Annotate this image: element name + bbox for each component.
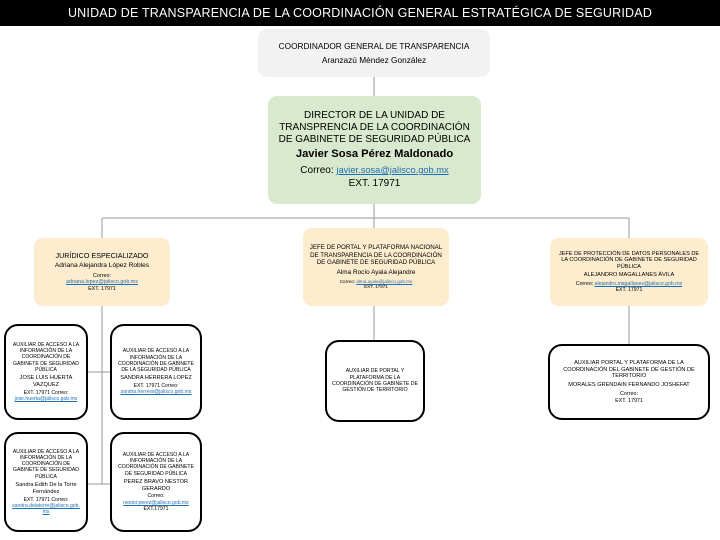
node-director-unidad[interactable]: DIRECTOR DE LA UNIDAD DE TRANSPRENCIA DE… bbox=[268, 96, 481, 204]
node-title: AUXILIAR DE ACCESO A LA INFORMACIÓN DE L… bbox=[12, 448, 80, 480]
node-email-link[interactable]: alejandro.magallanes@jalisco.gob.mx bbox=[594, 280, 683, 287]
node-person-name: Alma Rocío Ayala Alejandre bbox=[336, 268, 416, 276]
node-email-link[interactable]: jose.huerta@jalisco.gob.mx bbox=[14, 395, 78, 402]
node-email-label: Correo: bbox=[575, 280, 594, 287]
node-email-label: Correo: bbox=[93, 272, 111, 279]
node-auxiliar-jose-luis-huerta[interactable]: AUXILIAR DE ACCESO A LA INFORMACIÓN DE L… bbox=[4, 324, 88, 420]
node-person-name: SANDRA HERRERA LOPEZ bbox=[120, 375, 192, 382]
node-email-row: Correo: javier.sosa@jalisco.gob.mx bbox=[300, 165, 448, 177]
node-jefe-proteccion-datos[interactable]: JEFE DE PROTECCIÓN DE DATOS PERSONALES D… bbox=[550, 238, 708, 306]
node-person-name: PEREZ BRAVO NESTOR GERARDO bbox=[123, 478, 189, 492]
node-email-link[interactable]: alma.ayala@jalisco.gob.mx bbox=[356, 278, 413, 284]
node-extension: EXT. 17971 bbox=[88, 285, 116, 292]
node-auxiliar-sandra-delatorre[interactable]: AUXILIAR DE ACCESO A LA INFORMACIÓN DE L… bbox=[4, 432, 88, 532]
node-title: AUXILIAR PORTAL Y PLATAFORMA DE LA COORD… bbox=[563, 359, 695, 380]
page-title: UNIDAD DE TRANSPARENCIA DE LA COORDINACI… bbox=[67, 6, 653, 20]
node-title: JEFE DE PORTAL Y PLATAFORMA NACIONAL DE … bbox=[309, 244, 443, 267]
node-email-label: Correo: bbox=[147, 493, 165, 500]
page-header: UNIDAD DE TRANSPARENCIA DE LA COORDINACI… bbox=[0, 0, 720, 26]
node-email-label: Correo: alma.ayala@jalisco.gob.mx bbox=[340, 279, 413, 285]
node-email-label: EXT. 17971 Correo: bbox=[23, 389, 69, 396]
node-email-link[interactable]: sandra.herrera@jalisco.gob.mx bbox=[120, 389, 192, 396]
node-title: AUXILIAR DE ACCESO A LA INFORMACIÓN DE L… bbox=[12, 341, 80, 373]
node-extension: EXT.17971 bbox=[143, 505, 169, 512]
node-auxiliar-morales-grendain[interactable]: AUXILIAR PORTAL Y PLATAFORMA DE LA COORD… bbox=[548, 344, 710, 420]
node-title: DIRECTOR DE LA UNIDAD DE TRANSPRENCIA DE… bbox=[278, 109, 471, 146]
node-extension: EXT. 17971 bbox=[615, 397, 643, 404]
node-email-link[interactable]: sandra.delatorre@jalisco.gob.mx bbox=[12, 502, 80, 515]
node-title: AUXILIAR DE ACCESO A LA INFORMACIÓN DE L… bbox=[118, 348, 194, 374]
node-extension: EXT. 17971 bbox=[348, 178, 401, 190]
node-person-name: Javier Sosa Pérez Maldonado bbox=[295, 148, 454, 161]
node-email-link[interactable]: javier.sosa@jalisco.gob.mx bbox=[336, 164, 449, 175]
node-person-name: ALEJANDRO MAGALLANES ÁVILA bbox=[583, 271, 675, 278]
node-person-name: Adriana Alejandra López Robles bbox=[54, 262, 150, 270]
node-email-label: Correo: bbox=[300, 164, 334, 176]
node-title: JURÍDICO ESPECIALIZADO bbox=[55, 250, 149, 260]
node-email-label-text: Correo: bbox=[339, 278, 356, 284]
node-email-link[interactable]: nestor.perez@jalisco.gob.mx bbox=[123, 499, 189, 506]
node-email-link[interactable]: adriana.lopez@jalisco.gob.mx bbox=[66, 279, 138, 286]
node-person-name: JOSE LUIS HUERTA VAZQUEZ bbox=[19, 374, 73, 388]
node-juridico-especializado[interactable]: JURÍDICO ESPECIALIZADO Adriana Alejandra… bbox=[34, 238, 170, 306]
node-email-label: EXT. 17971 Correo: bbox=[133, 383, 179, 390]
node-title: AUXILIAR DE PORTAL Y PLATAFORMA DE LA CO… bbox=[332, 368, 418, 394]
node-email-label: Correo: bbox=[620, 391, 638, 398]
node-extension: EXT. 17971 bbox=[615, 287, 643, 294]
node-person-name: Sandra Edith De la Torre Fernández bbox=[15, 481, 77, 495]
node-email-label: EXT. 17971 Correo: bbox=[23, 496, 69, 503]
node-title: AUXILIAR DE ACCESO A LA INFORMACIÓN DE L… bbox=[118, 451, 194, 477]
node-email-row: Correo: alejandro.magallanes@jalisco.gob… bbox=[576, 281, 682, 287]
node-auxiliar-portal-territorio[interactable]: AUXILIAR DE PORTAL Y PLATAFORMA DE LA CO… bbox=[325, 340, 425, 422]
node-jefe-portal-plataforma[interactable]: JEFE DE PORTAL Y PLATAFORMA NACIONAL DE … bbox=[303, 228, 449, 306]
node-person-name: MORALES GRENDAIN FERNANDO JOSHEFAT bbox=[568, 382, 690, 389]
node-auxiliar-perez-bravo[interactable]: AUXILIAR DE ACCESO A LA INFORMACIÓN DE L… bbox=[110, 432, 202, 532]
node-coordinador-general[interactable]: COORDINADOR GENERAL DE TRANSPARENCIA Ara… bbox=[258, 29, 490, 77]
node-title: COORDINADOR GENERAL DE TRANSPARENCIA bbox=[278, 40, 470, 51]
node-title: JEFE DE PROTECCIÓN DE DATOS PERSONALES D… bbox=[558, 250, 700, 271]
node-auxiliar-sandra-herrera[interactable]: AUXILIAR DE ACCESO A LA INFORMACIÓN DE L… bbox=[110, 324, 202, 420]
node-person-name: Aranzazú Méndez González bbox=[321, 55, 427, 65]
node-extension: EXT. 17971 bbox=[364, 284, 388, 290]
